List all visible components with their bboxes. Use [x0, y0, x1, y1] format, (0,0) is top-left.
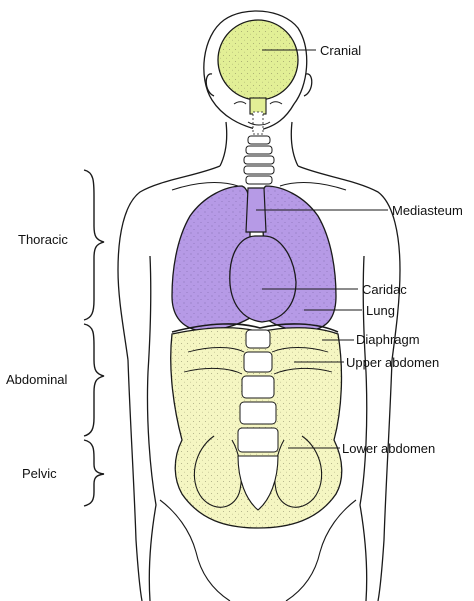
right-arm-lower	[377, 359, 393, 601]
label-thoracic: Thoracic	[18, 232, 68, 247]
thoracic-brace	[83, 169, 105, 321]
abdominal-brace	[83, 323, 105, 437]
left-clavicle	[171, 182, 239, 191]
cranial-cavity	[217, 19, 299, 135]
face	[233, 101, 283, 126]
right-shoulder-arm	[297, 165, 401, 361]
leader-lines	[256, 49, 388, 449]
lumbar-spine	[237, 329, 279, 453]
left-shoulder-arm	[117, 165, 221, 361]
left-hip	[159, 499, 231, 601]
label-lower-abdomen: Lower abdomen	[342, 441, 435, 456]
braces	[83, 169, 105, 507]
label-caridac: Caridac	[362, 282, 407, 297]
cervical-spine	[243, 135, 275, 185]
label-lung: Lung	[366, 303, 395, 318]
right-clavicle	[279, 182, 347, 191]
neck-right	[290, 121, 299, 167]
thoracic-cavity	[171, 185, 339, 333]
label-pelvic: Pelvic	[22, 466, 57, 481]
left-ear	[205, 73, 215, 97]
abdominopelvic-cavity	[170, 327, 343, 529]
label-diaphragm: Diaphragm	[356, 332, 420, 347]
body-outline	[117, 10, 401, 601]
label-mediasteum: Mediasteum	[392, 203, 463, 218]
sacrum	[237, 455, 279, 511]
left-torso-side	[146, 255, 157, 601]
diaphragm	[171, 323, 339, 333]
label-cranial: Cranial	[320, 43, 361, 58]
label-upper-abdomen: Upper abdomen	[346, 355, 439, 370]
neck-left	[219, 121, 228, 167]
label-abdominal: Abdominal	[6, 372, 68, 387]
pelvic-brace	[83, 439, 105, 507]
right-hip	[285, 499, 357, 601]
left-arm-lower	[127, 359, 143, 601]
right-torso-side	[359, 255, 368, 601]
right-ear	[303, 73, 313, 97]
